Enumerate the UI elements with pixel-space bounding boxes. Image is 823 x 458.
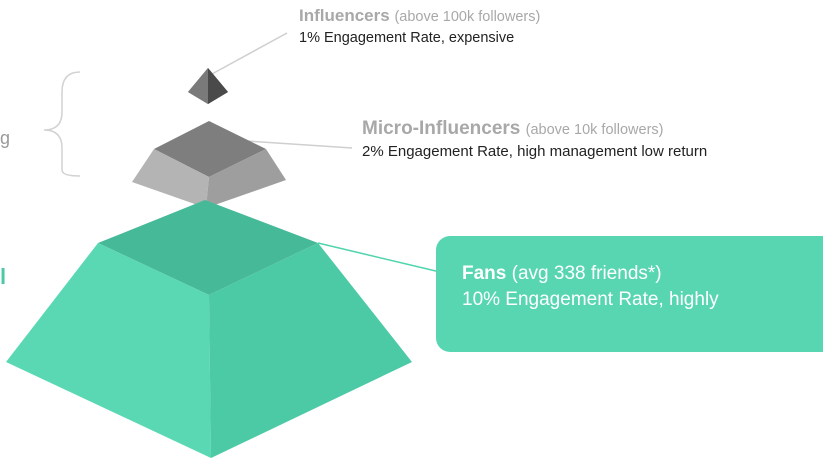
influencers-tier	[188, 68, 228, 104]
fans-connector	[317, 242, 441, 273]
fans-note: (avg 338 friends*)	[511, 263, 662, 284]
micro-influencers-note: (above 10k followers)	[525, 122, 664, 138]
micro-influencers-label: Micro-Influencers (above 10k followers) …	[362, 118, 707, 160]
influencers-connector	[211, 32, 288, 75]
fans-callout	[436, 236, 823, 352]
influencers-note: (above 100k followers)	[394, 9, 541, 25]
fans-tier	[6, 200, 412, 458]
influencers-detail: 1% Engagement Rate, expensive	[299, 30, 515, 46]
grouping-bracket	[43, 71, 81, 177]
left-edge-text-lower: l	[0, 264, 7, 289]
fans-label: Fans (avg 338 friends*) 10% Engagement R…	[462, 263, 719, 311]
micro-influencers-connector	[231, 139, 353, 149]
influencers-label: Influencers (above 100k followers) 1% En…	[299, 6, 540, 46]
influencers-name: Influencers	[299, 6, 390, 25]
micro-influencers-name: Micro-Influencers	[362, 118, 521, 139]
fans-name: Fans	[462, 263, 507, 284]
micro-influencers-detail: 2% Engagement Rate, high management low …	[362, 143, 708, 160]
fans-detail: 10% Engagement Rate, highly	[462, 289, 719, 310]
left-edge-text-upper: g	[0, 128, 11, 148]
micro-influencers-tier	[132, 121, 286, 208]
